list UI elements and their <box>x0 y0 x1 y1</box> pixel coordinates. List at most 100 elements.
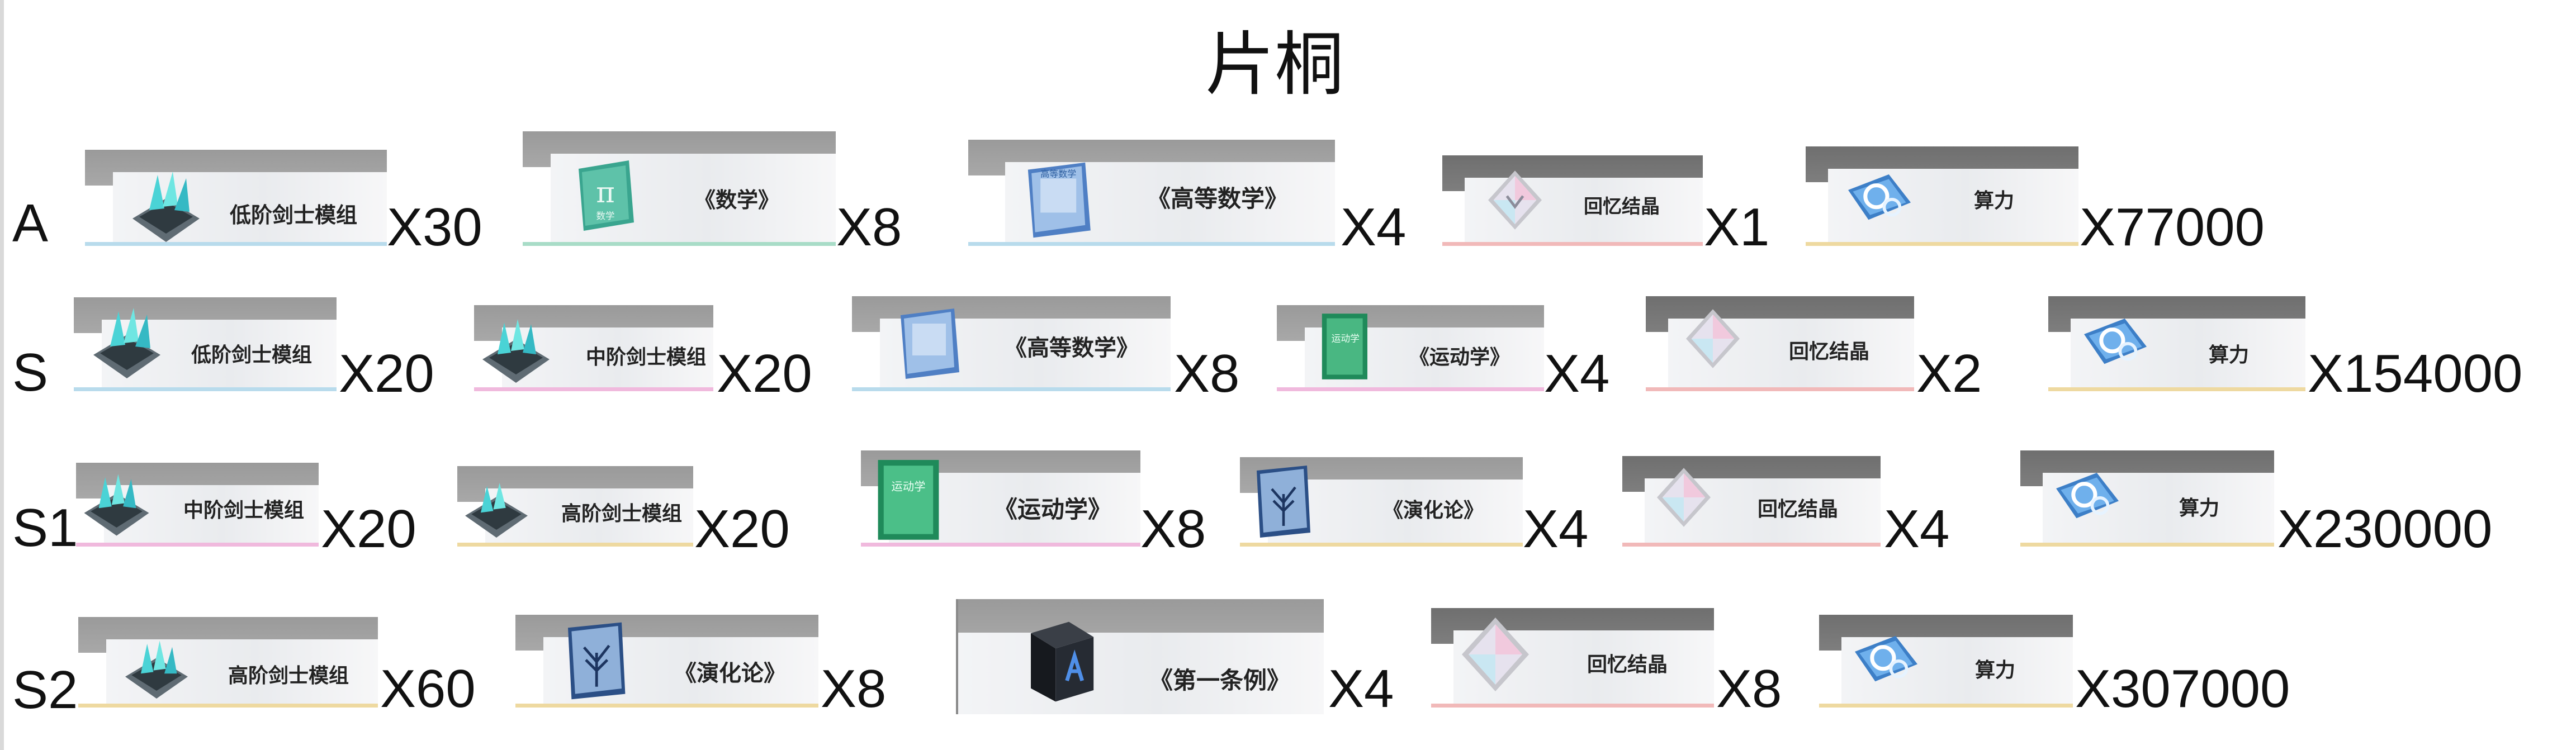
memory-crystal-icon <box>1657 468 1711 527</box>
item-quantity: X230000 <box>2277 499 2493 559</box>
item-card: π 数学 《数学》 <box>523 131 836 246</box>
memory-crystal-icon <box>1488 170 1542 230</box>
item-quantity: X20 <box>717 344 812 404</box>
item-quantity: X77000 <box>2080 197 2265 257</box>
item-card: 算力 <box>1806 146 2078 246</box>
advanced-math-book-icon: 高等数学 <box>1027 162 1091 238</box>
item-quantity: X8 <box>1174 344 1240 404</box>
item-card: 算力 <box>2020 450 2274 547</box>
compute-chip-icon <box>2084 319 2147 364</box>
item-quantity: X4 <box>1341 197 1407 257</box>
sword-module-icon <box>465 483 528 538</box>
item-card: 高等数学 《高等数学》 <box>968 140 1335 246</box>
item-name: 中阶剑士模组 <box>183 499 304 522</box>
item-name: 《数学》 <box>694 188 779 212</box>
item-quantity: X4 <box>1544 344 1610 404</box>
item-quantity: X20 <box>339 344 434 404</box>
kinematics-book-icon: 运动学 <box>878 460 939 540</box>
item-card: 低阶剑士模组 <box>74 297 337 391</box>
item-quantity: X154000 <box>2308 344 2523 404</box>
svg-text:数学: 数学 <box>596 211 615 221</box>
item-quantity: X4 <box>1328 659 1394 719</box>
item-quantity: X8 <box>1716 659 1782 719</box>
item-quantity: X60 <box>380 659 476 719</box>
item-quantity: X8 <box>1140 499 1206 559</box>
item-card: 低阶剑士模组 <box>85 150 387 246</box>
tier-label-s1: S1 <box>12 498 78 558</box>
sword-module-icon <box>93 308 160 378</box>
svg-text:高等数学: 高等数学 <box>1040 168 1076 179</box>
advanced-math-book-icon <box>901 308 959 379</box>
item-quantity: X8 <box>821 659 887 719</box>
svg-text:运动学: 运动学 <box>1332 333 1360 344</box>
sword-module-icon <box>132 172 200 242</box>
item-quantity: X307000 <box>2075 659 2290 719</box>
item-card: 回忆结晶 <box>1442 155 1703 246</box>
item-card: 《演化论》 <box>515 615 818 708</box>
item-name: 《运动学》 <box>993 496 1111 523</box>
tier-label-s2: S2 <box>12 660 78 720</box>
item-card: 运动学 《运动学》 <box>861 450 1140 547</box>
item-card: 中阶剑士模组 <box>76 463 319 547</box>
item-card: 《高等数学》 <box>852 296 1171 391</box>
item-quantity: X20 <box>321 499 416 559</box>
item-card: 算力 <box>1819 615 2073 708</box>
compute-chip-icon <box>2056 473 2119 519</box>
item-name: 《第一条例》 <box>1149 667 1290 694</box>
item-name: 回忆结晶 <box>1757 498 1838 521</box>
memory-crystal-icon <box>1462 618 1529 691</box>
memory-crystal-icon <box>1686 309 1740 368</box>
item-card: 回忆结晶 <box>1431 608 1714 708</box>
item-name: 算力 <box>2179 497 2219 520</box>
evolution-book-icon <box>1257 466 1310 538</box>
item-name: 回忆结晶 <box>1587 653 1668 676</box>
item-card: 回忆结晶 <box>1646 296 1914 391</box>
item-quantity: X30 <box>387 197 482 257</box>
item-card: 运动学 《运动学》 <box>1277 305 1544 391</box>
item-name: 低阶剑士模组 <box>191 344 312 367</box>
item-name: 《高等数学》 <box>1005 335 1139 361</box>
sword-module-icon <box>84 474 149 536</box>
sword-module-icon <box>482 319 550 383</box>
item-card: 中阶剑士模组 <box>474 305 713 391</box>
item-quantity: X20 <box>694 499 790 559</box>
svg-text:π: π <box>596 177 615 210</box>
compute-chip-icon <box>1848 174 1911 220</box>
tier-label-a: A <box>12 193 49 253</box>
item-name: 《演化论》 <box>674 661 786 686</box>
math-book-icon: π 数学 <box>579 160 634 231</box>
item-name: 回忆结晶 <box>1788 340 1869 363</box>
item-card: 高阶剑士模组 <box>457 466 693 547</box>
sword-module-icon <box>125 640 188 699</box>
item-card: 《演化论》 <box>1240 457 1523 547</box>
item-name: 低阶剑士模组 <box>229 203 357 227</box>
item-name: 算力 <box>2208 344 2249 367</box>
item-name: 算力 <box>1974 659 2015 682</box>
item-quantity: X8 <box>836 197 902 257</box>
item-name: 高阶剑士模组 <box>228 664 349 687</box>
evolution-book-icon <box>568 622 626 700</box>
left-border <box>0 0 4 750</box>
first-regulation-cube-icon <box>1031 621 1094 702</box>
item-card: 高阶剑士模组 <box>78 617 378 708</box>
item-card: 算力 <box>2048 296 2305 391</box>
item-name: 《高等数学》 <box>1147 185 1288 212</box>
item-quantity: X1 <box>1704 197 1770 257</box>
item-name: 回忆结晶 <box>1584 196 1660 218</box>
compute-chip-icon <box>1855 636 1917 682</box>
kinematics-book-icon: 运动学 <box>1322 314 1367 379</box>
item-card: 《第一条例》 <box>956 599 1324 714</box>
item-name: 《演化论》 <box>1382 499 1484 522</box>
item-card: 回忆结晶 <box>1622 456 1881 547</box>
item-name: 《运动学》 <box>1409 346 1510 369</box>
item-quantity: X4 <box>1523 499 1589 559</box>
svg-text:运动学: 运动学 <box>891 480 925 493</box>
item-name: 高阶剑士模组 <box>561 502 682 525</box>
item-quantity: X4 <box>1884 499 1950 559</box>
item-name: 算力 <box>1973 189 2014 212</box>
item-name: 中阶剑士模组 <box>586 346 705 369</box>
page-title: 片桐 <box>1205 25 1344 105</box>
tier-label-s: S <box>12 343 49 402</box>
item-quantity: X2 <box>1916 344 1982 404</box>
